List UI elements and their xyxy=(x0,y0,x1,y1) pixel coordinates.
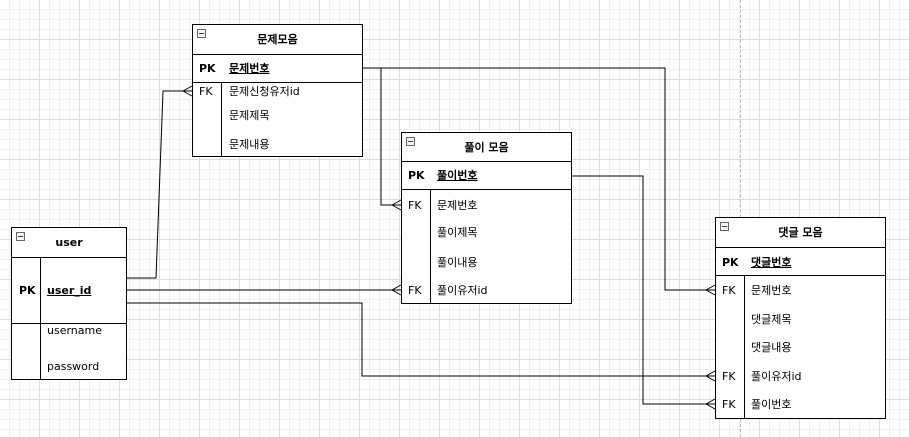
pk-field-name: 문제번호 xyxy=(229,62,270,75)
entity-comments[interactable]: − 댓글 모음 PK 댓글번호 FK 문제번호 댓글제목 댓글내용 FK 풀이유… xyxy=(715,217,886,419)
pk-row: PK 문제번호 xyxy=(193,55,362,83)
entity-title-text: 댓글 모음 xyxy=(778,226,823,239)
crowfoot-icon xyxy=(705,398,716,410)
edge-user-to-comment-user[interactable] xyxy=(127,302,715,377)
pk-field-name: 풀이번호 xyxy=(437,169,478,182)
fk-key-label: FK xyxy=(408,199,422,212)
entity-title: − 댓글 모음 xyxy=(716,218,885,248)
pk-row: PK 풀이번호 xyxy=(402,162,571,190)
field-name: password xyxy=(47,360,100,373)
pk-field-name: user_id xyxy=(47,284,92,297)
entity-problems[interactable]: − 문제모음 PK 문제번호 FK 문제신청유저id 문제제목 문제내용 xyxy=(192,24,363,157)
entity-title: − 문제모음 xyxy=(193,25,362,55)
field-name: 문제내용 xyxy=(229,138,270,151)
collapse-icon[interactable]: − xyxy=(197,29,206,38)
pk-row: PK 댓글번호 xyxy=(716,248,885,276)
fk-key-label: FK xyxy=(722,398,736,411)
entity-title-text: user xyxy=(55,236,83,249)
field-name: 문제번호 xyxy=(751,284,792,297)
edge-user-to-problem-requester[interactable] xyxy=(127,90,192,279)
key-column xyxy=(402,190,431,303)
pk-key-label: PK xyxy=(19,284,36,297)
entity-title-text: 문제모음 xyxy=(257,33,298,46)
crowfoot-icon xyxy=(391,199,402,211)
fk-key-label: FK xyxy=(199,85,213,98)
crowfoot-icon xyxy=(705,370,716,382)
pk-field-name: 댓글번호 xyxy=(751,256,792,269)
collapse-icon[interactable]: − xyxy=(16,232,25,241)
key-column xyxy=(716,276,745,418)
field-name: username xyxy=(47,324,102,337)
crowfoot-icon xyxy=(182,85,193,97)
pk-row: PK user_id xyxy=(12,258,126,324)
field-name: 문제제목 xyxy=(229,109,270,122)
fk-key-label: FK xyxy=(408,284,422,297)
entity-solutions[interactable]: − 풀이 모음 PK 풀이번호 FK 문제번호 풀이제목 풀이내용 FK 풀이유… xyxy=(401,132,572,304)
edge-solution-to-comment[interactable] xyxy=(572,175,715,405)
field-name: 문제신청유저id xyxy=(229,85,300,98)
crowfoot-icon xyxy=(705,284,716,296)
field-name: 풀이유저id xyxy=(437,284,488,297)
entity-title: − user xyxy=(12,228,126,258)
collapse-icon[interactable]: − xyxy=(720,222,729,231)
field-name: 풀이번호 xyxy=(751,398,792,411)
key-column xyxy=(12,258,41,323)
entity-title: − 풀이 모음 xyxy=(402,133,571,162)
entity-title-text: 풀이 모음 xyxy=(464,141,509,154)
pk-key-label: PK xyxy=(199,62,216,75)
key-column xyxy=(193,83,222,156)
edge-problem-to-solution[interactable] xyxy=(363,67,401,206)
pk-key-label: PK xyxy=(722,256,739,269)
field-name: 문제번호 xyxy=(437,199,478,212)
fk-key-label: FK xyxy=(722,284,736,297)
field-name: 풀이내용 xyxy=(437,256,478,269)
edge-problem-to-comment[interactable] xyxy=(363,67,715,291)
entity-user[interactable]: − user PK user_id username password xyxy=(11,227,127,380)
key-column xyxy=(12,324,41,379)
fk-key-label: FK xyxy=(722,370,736,383)
collapse-icon[interactable]: − xyxy=(406,137,415,146)
field-name: 풀이유저id xyxy=(751,370,802,383)
pk-key-label: PK xyxy=(408,169,425,182)
field-name: 댓글내용 xyxy=(751,341,792,354)
field-name: 풀이제목 xyxy=(437,226,478,239)
field-name: 댓글제목 xyxy=(751,313,792,326)
crowfoot-icon xyxy=(391,284,402,296)
